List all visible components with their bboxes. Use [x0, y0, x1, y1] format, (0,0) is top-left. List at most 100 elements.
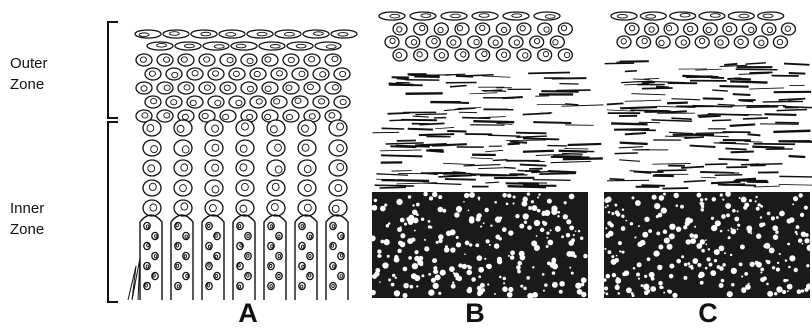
matrix-speck — [551, 209, 557, 215]
round-cell — [205, 140, 223, 156]
collagen-fibre — [473, 121, 514, 122]
collagen-fibre — [630, 110, 669, 111]
inner-zone-label: Inner Zone — [10, 198, 44, 240]
matrix-speck — [700, 198, 703, 201]
matrix-speck — [432, 192, 438, 198]
matrix-speck — [804, 238, 809, 243]
top-cell — [379, 12, 405, 20]
matrix-speck — [408, 256, 412, 260]
collagen-fibre — [701, 177, 716, 178]
collagen-fibre — [671, 99, 700, 100]
matrix-speck — [513, 196, 516, 199]
matrix-speck — [764, 243, 770, 249]
collagen-fibre — [625, 133, 646, 134]
collagen-fibre — [419, 134, 454, 135]
matrix-speck — [724, 252, 726, 254]
collagen-fibre — [568, 144, 602, 145]
collagen-fibre — [607, 103, 624, 104]
matrix-speck — [701, 205, 704, 208]
matrix-speck — [697, 263, 701, 267]
collagen-fibre — [749, 72, 772, 73]
matrix-speck — [801, 289, 804, 292]
collagen-fibre — [462, 118, 490, 119]
matrix-speck — [475, 243, 479, 247]
collagen-fibre — [777, 109, 808, 110]
matrix-speck — [710, 270, 716, 276]
collagen-fibre — [740, 101, 753, 102]
matrix-speck — [438, 239, 442, 243]
matrix-speck — [580, 237, 583, 240]
round-cell — [174, 180, 192, 196]
matrix-speck — [433, 283, 439, 289]
matrix-speck — [395, 277, 397, 279]
collagen-fibre — [681, 167, 704, 168]
top-cell — [538, 49, 552, 61]
flat-cell — [191, 30, 217, 38]
matrix-speck — [467, 270, 473, 276]
matrix-speck — [478, 196, 481, 199]
collagen-fibre — [748, 134, 761, 135]
matrix-speck — [569, 194, 575, 200]
collagen-fibre — [386, 143, 424, 144]
matrix-speck — [374, 199, 377, 202]
collagen-fibre — [705, 164, 727, 165]
matrix-speck — [423, 192, 428, 197]
matrix-speck — [384, 239, 390, 245]
matrix-speck — [676, 204, 679, 207]
collagen-fibre — [701, 172, 735, 173]
matrix-speck — [508, 230, 513, 235]
matrix-speck — [658, 244, 663, 249]
matrix-speck — [806, 283, 812, 289]
top-cell — [503, 12, 529, 20]
collagen-fibre — [415, 114, 447, 115]
matrix-speck — [559, 281, 565, 287]
matrix-speck — [701, 249, 705, 253]
matrix-speck — [686, 239, 692, 245]
round-cell — [329, 160, 347, 176]
collagen-fibre — [642, 82, 655, 83]
oval-cell — [283, 82, 299, 94]
matrix-speck — [510, 250, 515, 255]
matrix-speck — [642, 232, 648, 238]
matrix-speck — [604, 286, 608, 290]
matrix-speck — [433, 269, 438, 274]
matrix-speck — [626, 287, 632, 293]
collagen-fibre — [485, 150, 503, 151]
matrix-speck — [569, 225, 574, 230]
column-cell — [245, 252, 251, 259]
matrix-speck — [456, 242, 461, 247]
oval-cell — [325, 54, 341, 66]
matrix-speck — [564, 201, 567, 204]
matrix-speck — [615, 210, 619, 214]
matrix-speck — [625, 220, 627, 222]
collagen-fibre — [528, 72, 570, 73]
matrix-speck — [748, 283, 750, 285]
matrix-speck — [805, 233, 809, 237]
matrix-speck — [552, 282, 558, 288]
collagen-fibre — [667, 103, 688, 104]
top-cell — [611, 12, 637, 20]
top-cell — [476, 49, 490, 61]
matrix-speck — [573, 234, 575, 236]
round-cell — [174, 160, 192, 176]
matrix-speck — [438, 207, 444, 213]
matrix-speck — [441, 235, 443, 237]
top-cell — [758, 12, 784, 20]
collagen-fibre — [625, 71, 637, 72]
collagen-fibre — [508, 144, 520, 145]
matrix-speck — [561, 235, 564, 238]
matrix-speck — [774, 292, 777, 295]
collagen-fibre — [488, 135, 521, 136]
outer-zone-label-line2: Zone — [10, 74, 48, 95]
flat-cell — [331, 30, 357, 38]
matrix-speck — [532, 205, 538, 211]
matrix-speck — [518, 272, 520, 274]
collagen-fibre — [765, 114, 797, 115]
oval-cell — [262, 54, 278, 66]
matrix-speck — [631, 292, 634, 295]
matrix-speck — [737, 224, 740, 227]
matrix-speck — [603, 278, 606, 281]
matrix-speck — [502, 227, 507, 232]
matrix-speck — [428, 292, 431, 295]
collagen-fibre — [731, 105, 769, 106]
